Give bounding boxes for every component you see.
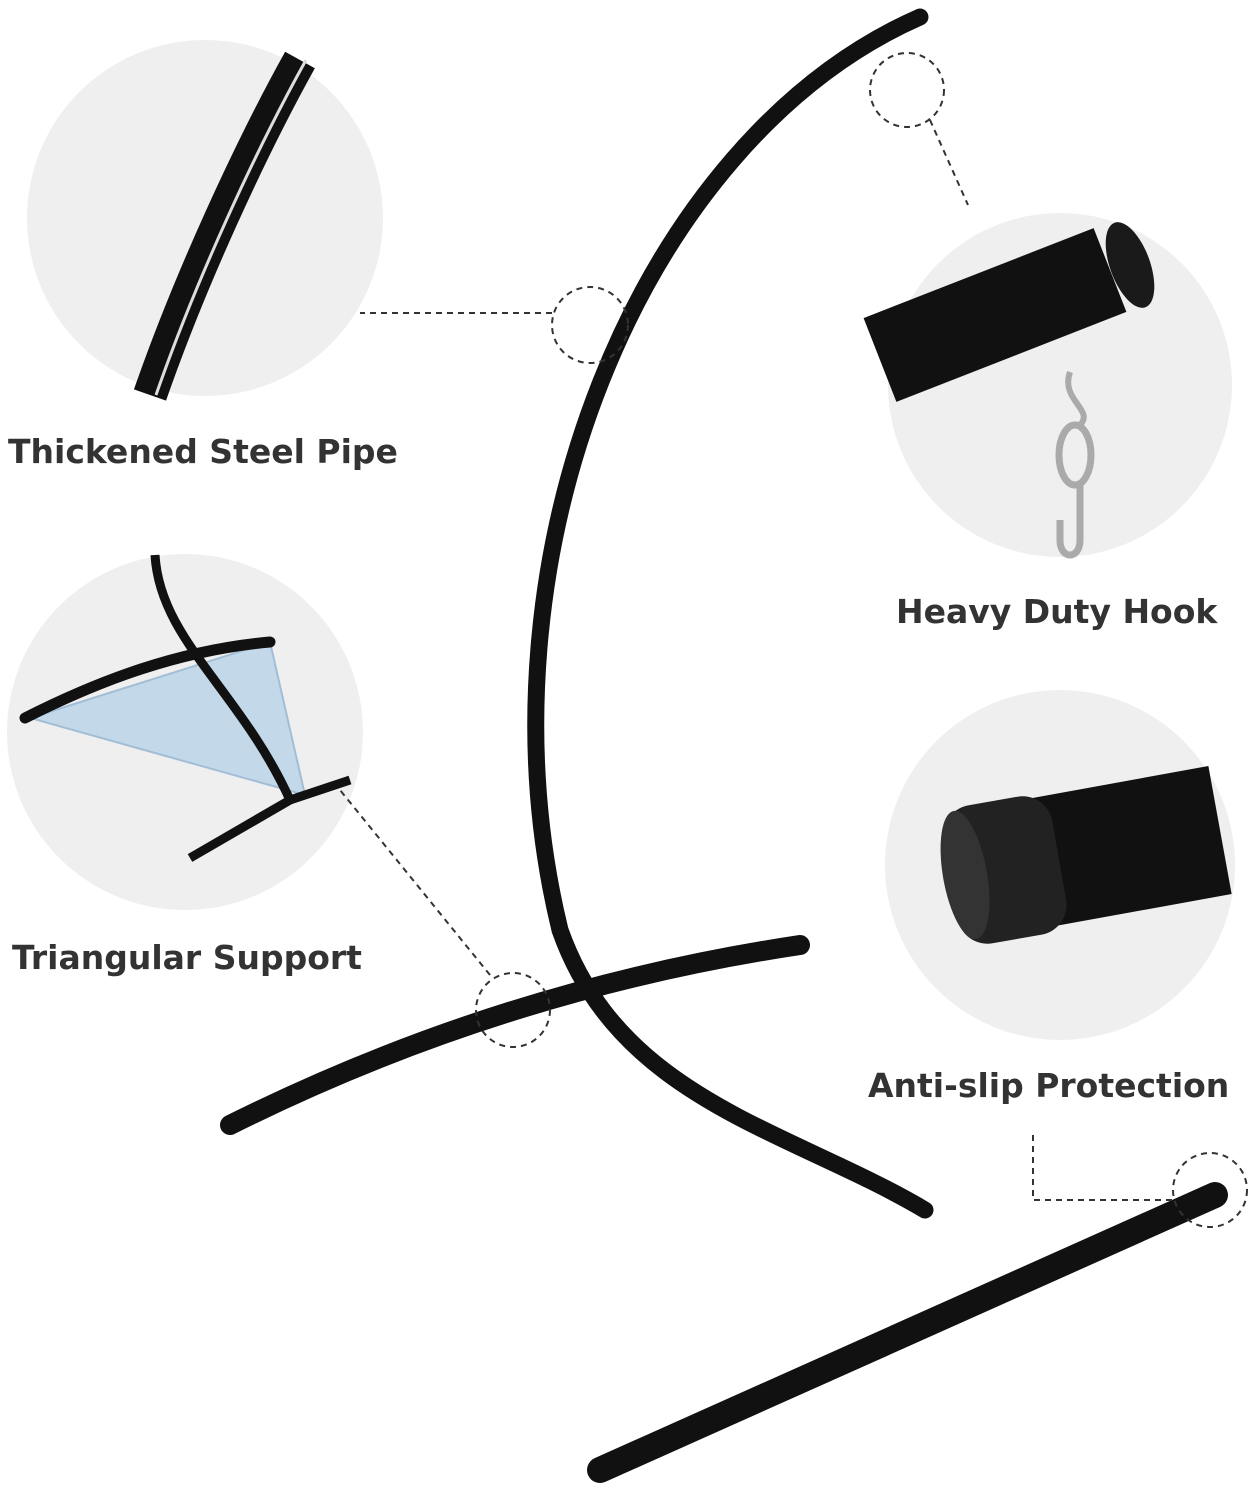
triangle-support-closeup-icon [19, 554, 352, 862]
rear-leg [220, 935, 810, 1135]
c-arc-pipe [527, 8, 934, 1219]
feature-label-steel-pipe: Thickened Steel Pipe [8, 432, 398, 471]
steel-pipe-closeup-icon [133, 51, 315, 401]
base-bar [587, 1182, 1228, 1483]
rubber-cap-closeup-icon [940, 766, 1232, 944]
hook-closeup-icon [863, 222, 1155, 559]
feature-label-hook: Heavy Duty Hook [896, 592, 1218, 631]
feature-label-triangle-support: Triangular Support [12, 938, 362, 977]
callout-lines [339, 52, 1248, 1228]
feature-label-anti-slip: Anti-slip Protection [868, 1066, 1230, 1105]
